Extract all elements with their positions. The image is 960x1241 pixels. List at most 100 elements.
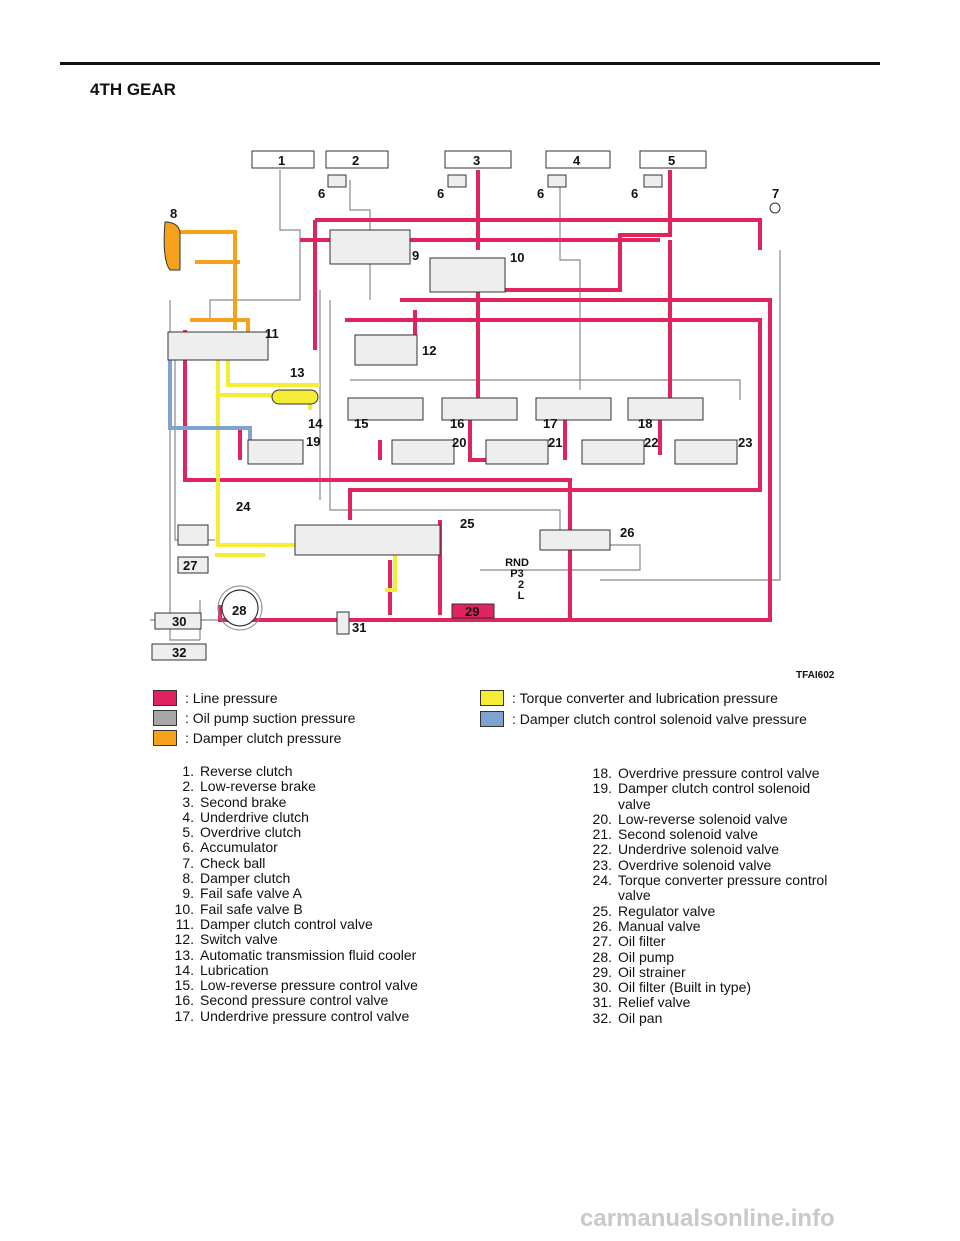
part-label: Fail safe valve B bbox=[200, 900, 303, 917]
callout-25: 25 bbox=[460, 516, 474, 531]
part-row: 9. Fail safe valve A bbox=[166, 885, 460, 902]
part-row: 7. Check ball bbox=[166, 854, 460, 871]
callout-31: 31 bbox=[352, 620, 366, 635]
part-label: Damper clutch control valve bbox=[200, 915, 373, 932]
callout-22: 22 bbox=[644, 435, 658, 450]
part-number: 31. bbox=[592, 994, 612, 1011]
part-row: 26. Manual valve bbox=[584, 917, 878, 934]
legend-swatch bbox=[153, 690, 177, 706]
callout-6a: 6 bbox=[318, 186, 325, 201]
callout-11: 11 bbox=[265, 326, 279, 341]
callout-18: 18 bbox=[638, 416, 652, 431]
part-row: 10. Fail safe valve B bbox=[166, 900, 460, 917]
part-row: 24.Torque converter pressure control bbox=[584, 872, 878, 889]
oil-strainer bbox=[451, 603, 495, 619]
part-row: 5. Overdrive clutch bbox=[166, 824, 460, 841]
callout-32: 32 bbox=[172, 645, 186, 660]
callout-26: 26 bbox=[620, 525, 634, 540]
part-row: 6.Accumulator bbox=[166, 839, 460, 856]
part-number: 29. bbox=[592, 963, 612, 980]
shift-p3: P3 bbox=[510, 568, 523, 580]
part-number: 16. bbox=[174, 992, 194, 1009]
part-number: 27. bbox=[592, 933, 612, 950]
legend-damper: : Damper clutch pressure bbox=[153, 730, 341, 746]
part-label: Overdrive clutch bbox=[200, 824, 302, 841]
callout-20: 20 bbox=[452, 435, 466, 450]
callout-6b: 6 bbox=[437, 186, 444, 201]
part-label: Check ball bbox=[200, 854, 266, 871]
legend-swatch bbox=[153, 710, 177, 726]
part-label: Oil pump bbox=[618, 948, 675, 965]
legend-label: : Damper clutch control solenoid valve p… bbox=[512, 711, 807, 727]
part-row: 23.Overdrive solenoid valve bbox=[584, 857, 878, 873]
part-row: 30.Oil filter (Built in type) bbox=[584, 979, 878, 996]
accumulators bbox=[327, 174, 663, 188]
part-row: 27.Oil filter bbox=[584, 933, 878, 950]
part-number: 7. bbox=[182, 854, 194, 871]
part-row: 1.Reverse clutch bbox=[166, 763, 460, 779]
oil-pump-outer bbox=[217, 585, 263, 631]
part-number: 32. bbox=[592, 1009, 612, 1026]
legend-solenoid: : Damper clutch control solenoid valve p… bbox=[480, 711, 807, 727]
part-number: 8. bbox=[182, 870, 194, 887]
part-row: 29.Oil strainer bbox=[584, 963, 878, 980]
part-label: Second pressure control valve bbox=[200, 992, 389, 1009]
part-row: 4.Underdrive clutch bbox=[166, 808, 460, 825]
part-number: 18. bbox=[592, 765, 612, 781]
callout-30: 30 bbox=[172, 614, 186, 629]
part-number: 4. bbox=[182, 808, 194, 825]
shift-rnd: RND bbox=[505, 557, 529, 569]
part-number: 3. bbox=[182, 793, 194, 810]
part-number: 26. bbox=[592, 917, 612, 934]
part-label: Low-reverse pressure control valve bbox=[200, 977, 418, 994]
part-label: Underdrive solenoid valve bbox=[618, 841, 780, 858]
part-label: Switch valve bbox=[200, 931, 278, 948]
part-label: Manual valve bbox=[618, 917, 701, 934]
part-number bbox=[584, 797, 612, 812]
part-number: 17. bbox=[174, 1007, 194, 1024]
part-label: Accumulator bbox=[200, 839, 278, 856]
part-label: Automatic transmission fluid cooler bbox=[200, 946, 417, 963]
part-row: 16. Second pressure control valve bbox=[166, 992, 460, 1009]
part-row: 28.Oil pump bbox=[584, 948, 878, 965]
part-label: Torque converter pressure control bbox=[618, 872, 828, 889]
shift-position-labels: RND P3 2 L bbox=[505, 557, 529, 602]
part-row: 11.Damper clutch control valve bbox=[166, 915, 460, 932]
callout-17: 17 bbox=[543, 416, 557, 431]
top-rule bbox=[60, 62, 880, 65]
part-row: valve bbox=[584, 796, 878, 812]
part-number: 22. bbox=[592, 841, 612, 858]
part-row: 13. Automatic transmission fluid cooler bbox=[166, 946, 460, 963]
hydraulic-circuit-diagram: 1 2 3 4 5 6 6 6 6 7 8 9 10 11 12 13 14 1… bbox=[150, 150, 781, 661]
part-row: 18. Overdrive pressure control valve bbox=[584, 765, 878, 781]
part-label: Damper clutch control solenoid bbox=[618, 780, 811, 797]
part-number: 21. bbox=[592, 826, 612, 843]
figure-code: TFAI602 bbox=[796, 670, 835, 681]
part-number: 10. bbox=[174, 900, 194, 917]
callout-10: 10 bbox=[510, 250, 524, 265]
part-number: 14. bbox=[174, 961, 194, 978]
part-label: Overdrive pressure control valve bbox=[618, 765, 820, 781]
callout-15: 15 bbox=[354, 416, 368, 431]
part-row: valve bbox=[584, 888, 878, 904]
legend-suction: : Oil pump suction pressure bbox=[153, 710, 355, 726]
part-label: Reverse clutch bbox=[200, 763, 293, 779]
callout-24: 24 bbox=[236, 499, 251, 514]
part-label: Oil pan bbox=[618, 1009, 663, 1026]
callout-21: 21 bbox=[548, 435, 562, 450]
part-number: 9. bbox=[182, 885, 194, 902]
part-number: 13. bbox=[174, 946, 194, 963]
part-number: 2. bbox=[182, 778, 194, 795]
legend-torque: : Torque converter and lubrication press… bbox=[480, 690, 778, 706]
part-row: 8.Damper clutch bbox=[166, 870, 460, 887]
part-label: Fail safe valve A bbox=[200, 885, 302, 902]
part-row: 22. Underdrive solenoid valve bbox=[584, 841, 878, 858]
part-label: Oil filter (Built in type) bbox=[618, 979, 752, 996]
part-label: Regulator valve bbox=[618, 902, 716, 919]
callout-23: 23 bbox=[738, 435, 752, 450]
clutch-boxes bbox=[251, 150, 707, 169]
part-number: 5. bbox=[182, 824, 194, 841]
part-label: Second brake bbox=[200, 793, 287, 810]
